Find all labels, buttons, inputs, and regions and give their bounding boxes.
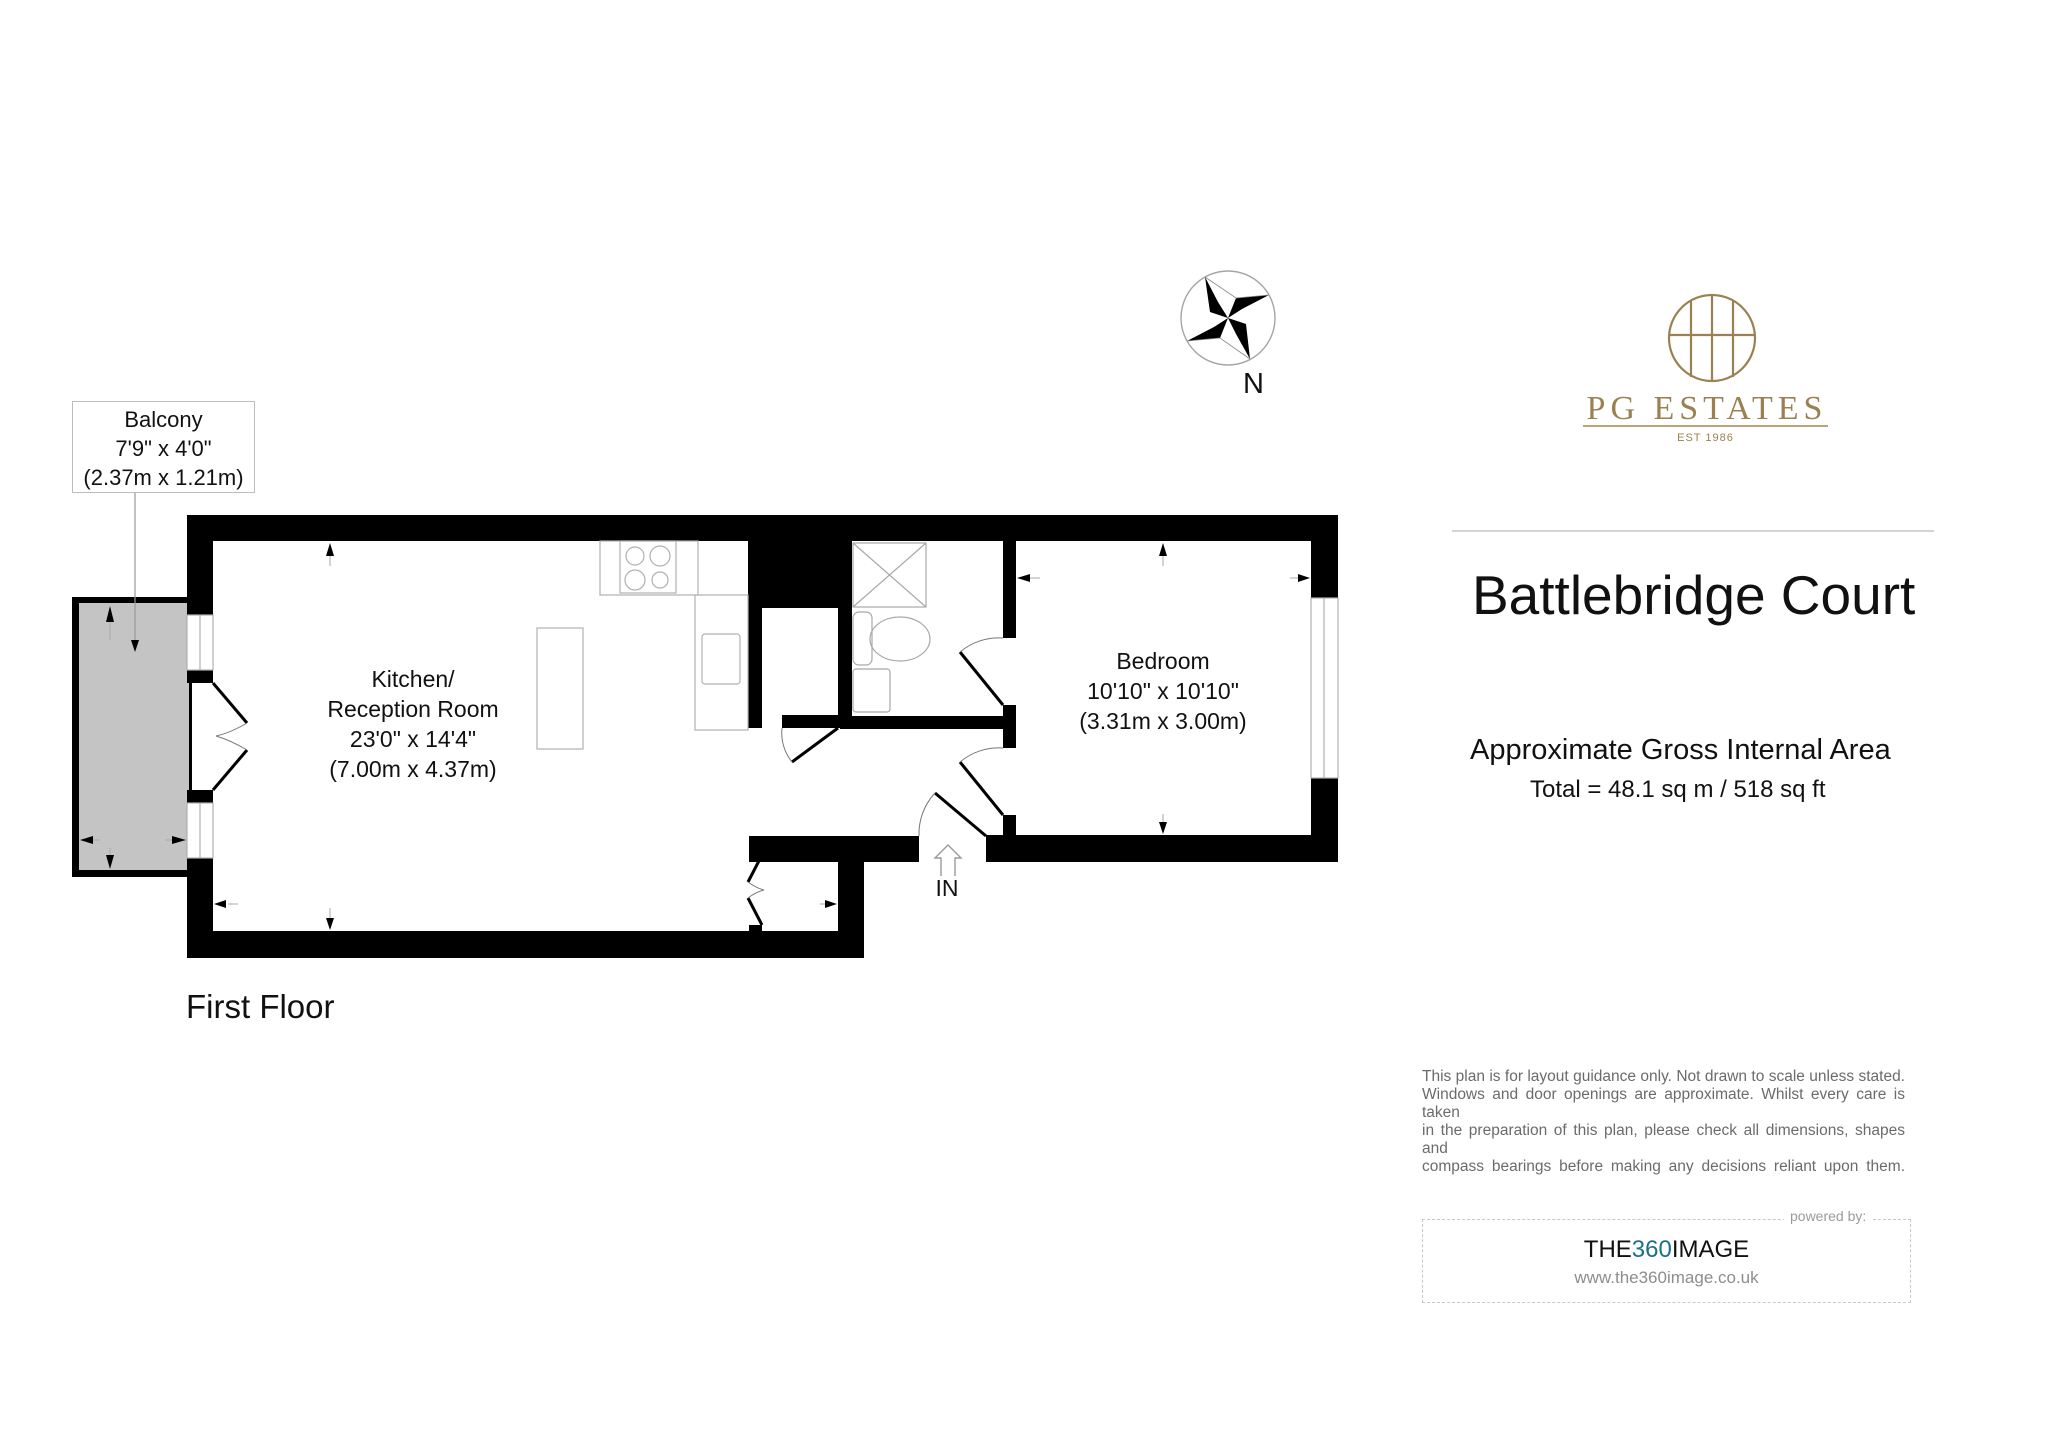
entrance-label: IN bbox=[935, 875, 959, 901]
windows bbox=[186, 597, 1339, 859]
kitchen-fittings bbox=[536, 540, 749, 750]
kitchen-label: Kitchen/ Reception Room 23'0" x 14'4" (7… bbox=[327, 664, 498, 784]
area-total: Total = 48.1 sq m / 518 sq ft bbox=[1530, 776, 1826, 803]
bathroom-fittings bbox=[852, 542, 931, 713]
disclaimer-line: in the preparation of this plan, please … bbox=[1422, 1122, 1905, 1157]
credit-box bbox=[1422, 1219, 1911, 1303]
disclaimer-line: compass bearings before making any decis… bbox=[1422, 1158, 1905, 1175]
brand-accent: 360 bbox=[1631, 1236, 1672, 1263]
entrance-arrow-icon bbox=[933, 844, 963, 876]
bedroom-imperial: 10'10" x 10'10" bbox=[1087, 678, 1239, 704]
dimension-arrows bbox=[214, 543, 1310, 930]
disclaimer-line: This plan is for layout guidance only. N… bbox=[1422, 1068, 1905, 1085]
pg-estates-logo-icon bbox=[1667, 293, 1757, 383]
agency-name: PG ESTATES bbox=[1586, 390, 1828, 427]
kitchen-metric: (7.00m x 4.37m) bbox=[329, 756, 497, 782]
compass-rose-icon bbox=[1180, 270, 1276, 366]
doors bbox=[211, 637, 1005, 926]
floor-label: First Floor bbox=[186, 988, 335, 1025]
compass-north-label: N bbox=[1243, 368, 1264, 400]
credit-brand: THE360IMAGE bbox=[1422, 1236, 1911, 1264]
agency-logo-rule bbox=[1583, 425, 1828, 427]
brand-prefix: THE bbox=[1583, 1236, 1632, 1263]
kitchen-name-line2: Reception Room bbox=[327, 696, 499, 722]
balcony-name: Balcony bbox=[124, 407, 203, 432]
disclaimer-line: Windows and door openings are approximat… bbox=[1422, 1086, 1905, 1121]
property-title: Battlebridge Court bbox=[1472, 564, 1916, 626]
brand-suffix: IMAGE bbox=[1671, 1236, 1750, 1263]
powered-by-label: powered by: bbox=[1784, 1208, 1873, 1224]
balcony bbox=[72, 493, 192, 877]
disclaimer: This plan is for layout guidance only. N… bbox=[1422, 1068, 1905, 1176]
credit-url: www.the360image.co.uk bbox=[1574, 1268, 1759, 1287]
balcony-imperial: 7'9" x 4'0" bbox=[115, 436, 212, 461]
balcony-metric: (2.37m x 1.21m) bbox=[83, 465, 244, 490]
kitchen-imperial: 23'0" x 14'4" bbox=[349, 726, 477, 752]
title-divider bbox=[1452, 530, 1934, 532]
walls bbox=[187, 515, 1338, 958]
bedroom-metric: (3.31m x 3.00m) bbox=[1079, 708, 1247, 734]
kitchen-name-line1: Kitchen/ bbox=[371, 666, 455, 692]
bedroom-name: Bedroom bbox=[1116, 648, 1210, 674]
balcony-label: Balcony 7'9" x 4'0" (2.37m x 1.21m) bbox=[72, 401, 255, 493]
area-heading: Approximate Gross Internal Area bbox=[1470, 734, 1891, 766]
bedroom-label: Bedroom 10'10" x 10'10" (3.31m x 3.00m) bbox=[1079, 646, 1246, 736]
agency-tagline: EST 1986 bbox=[1677, 432, 1734, 444]
